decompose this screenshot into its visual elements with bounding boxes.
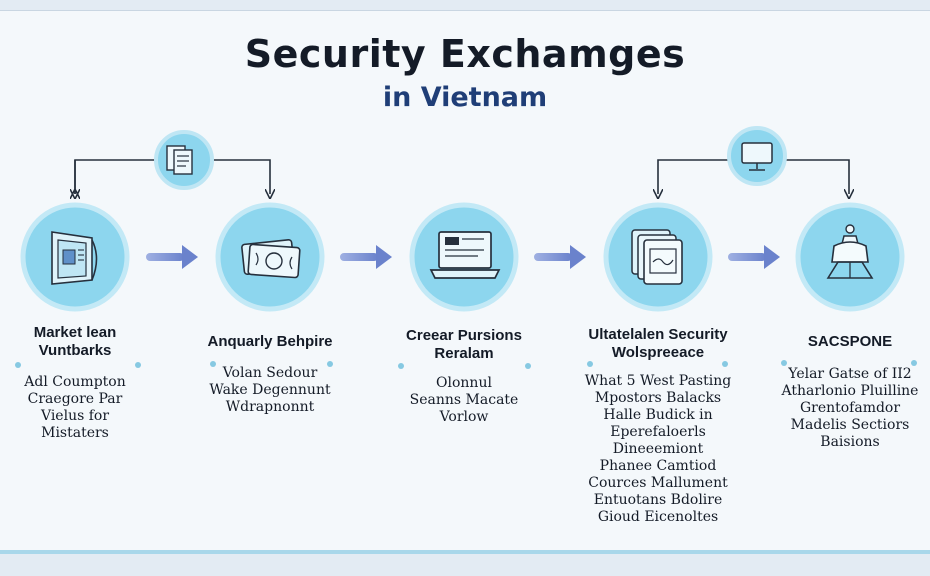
- bullet-dot: [722, 361, 728, 367]
- flow-arrow-1: [146, 245, 198, 269]
- newspaper-icon: [20, 202, 130, 312]
- step-5-heading: SACSPONE: [807, 333, 893, 350]
- bullet-dot: [781, 360, 787, 366]
- stage-lamp-icon: [795, 202, 905, 312]
- step-1-body: Adl Coumpton Craegore Par Vielus for Mis…: [24, 374, 126, 441]
- monitor-icon: [727, 126, 787, 186]
- page-subtitle: in Vietnam: [382, 82, 548, 113]
- bullet-dot: [398, 363, 404, 369]
- bullet-dot: [210, 361, 216, 367]
- step-3-body: Olonnul Seanns Macate Vorlow: [409, 375, 519, 425]
- step-4-heading: Ultatelalen Security Wolspreeace: [588, 326, 728, 361]
- step-1-heading: Market lean Vuntbarks: [33, 324, 117, 359]
- step-2: Anquarly Behpire Volan Sedour Wake Degen…: [195, 333, 345, 416]
- page-title: Security Exchamges: [244, 32, 686, 76]
- bullet-dot: [525, 363, 531, 369]
- bottom-frame-bar: [0, 554, 930, 576]
- flow-arrow-3: [534, 245, 586, 269]
- stacked-cards-icon: [603, 202, 713, 312]
- bullet-dot: [135, 362, 141, 368]
- bullet-dot: [911, 360, 917, 366]
- step-5: SACSPONE Yelar Gatse of II2 Atharlonio P…: [772, 333, 928, 451]
- loop-connector-2: [658, 159, 849, 194]
- loop-connector-1: [75, 159, 270, 194]
- step-3-heading: Creear Pursions Reralam: [406, 327, 522, 362]
- step-5-body: Yelar Gatse of II2 Atharlonio Pluilline …: [781, 366, 919, 450]
- bottom-accent-line: [0, 550, 930, 554]
- top-frame-bar: [0, 0, 930, 10]
- flow-arrow-2: [340, 245, 392, 269]
- step-4: Ultatelalen Security Wolspreeace What 5 …: [573, 326, 743, 526]
- bullet-dot: [327, 361, 333, 367]
- bullet-dot: [587, 361, 593, 367]
- step-1: Market lean Vuntbarks Adl Coumpton Craeg…: [5, 324, 145, 442]
- step-4-body: What 5 West Pasting Mpostors Balacks Hal…: [584, 373, 732, 525]
- currency-note-icon: [215, 202, 325, 312]
- step-2-heading: Anquarly Behpire: [207, 333, 333, 350]
- documents-icon: [154, 130, 214, 190]
- step-3: Creear Pursions Reralam Olonnul Seanns M…: [389, 327, 539, 426]
- top-frame-line: [0, 10, 930, 11]
- step-2-body: Volan Sedour Wake Degennunt Wdrapnonnt: [209, 365, 331, 415]
- bullet-dot: [15, 362, 21, 368]
- laptop-icon: [409, 202, 519, 312]
- flow-arrow-4: [728, 245, 780, 269]
